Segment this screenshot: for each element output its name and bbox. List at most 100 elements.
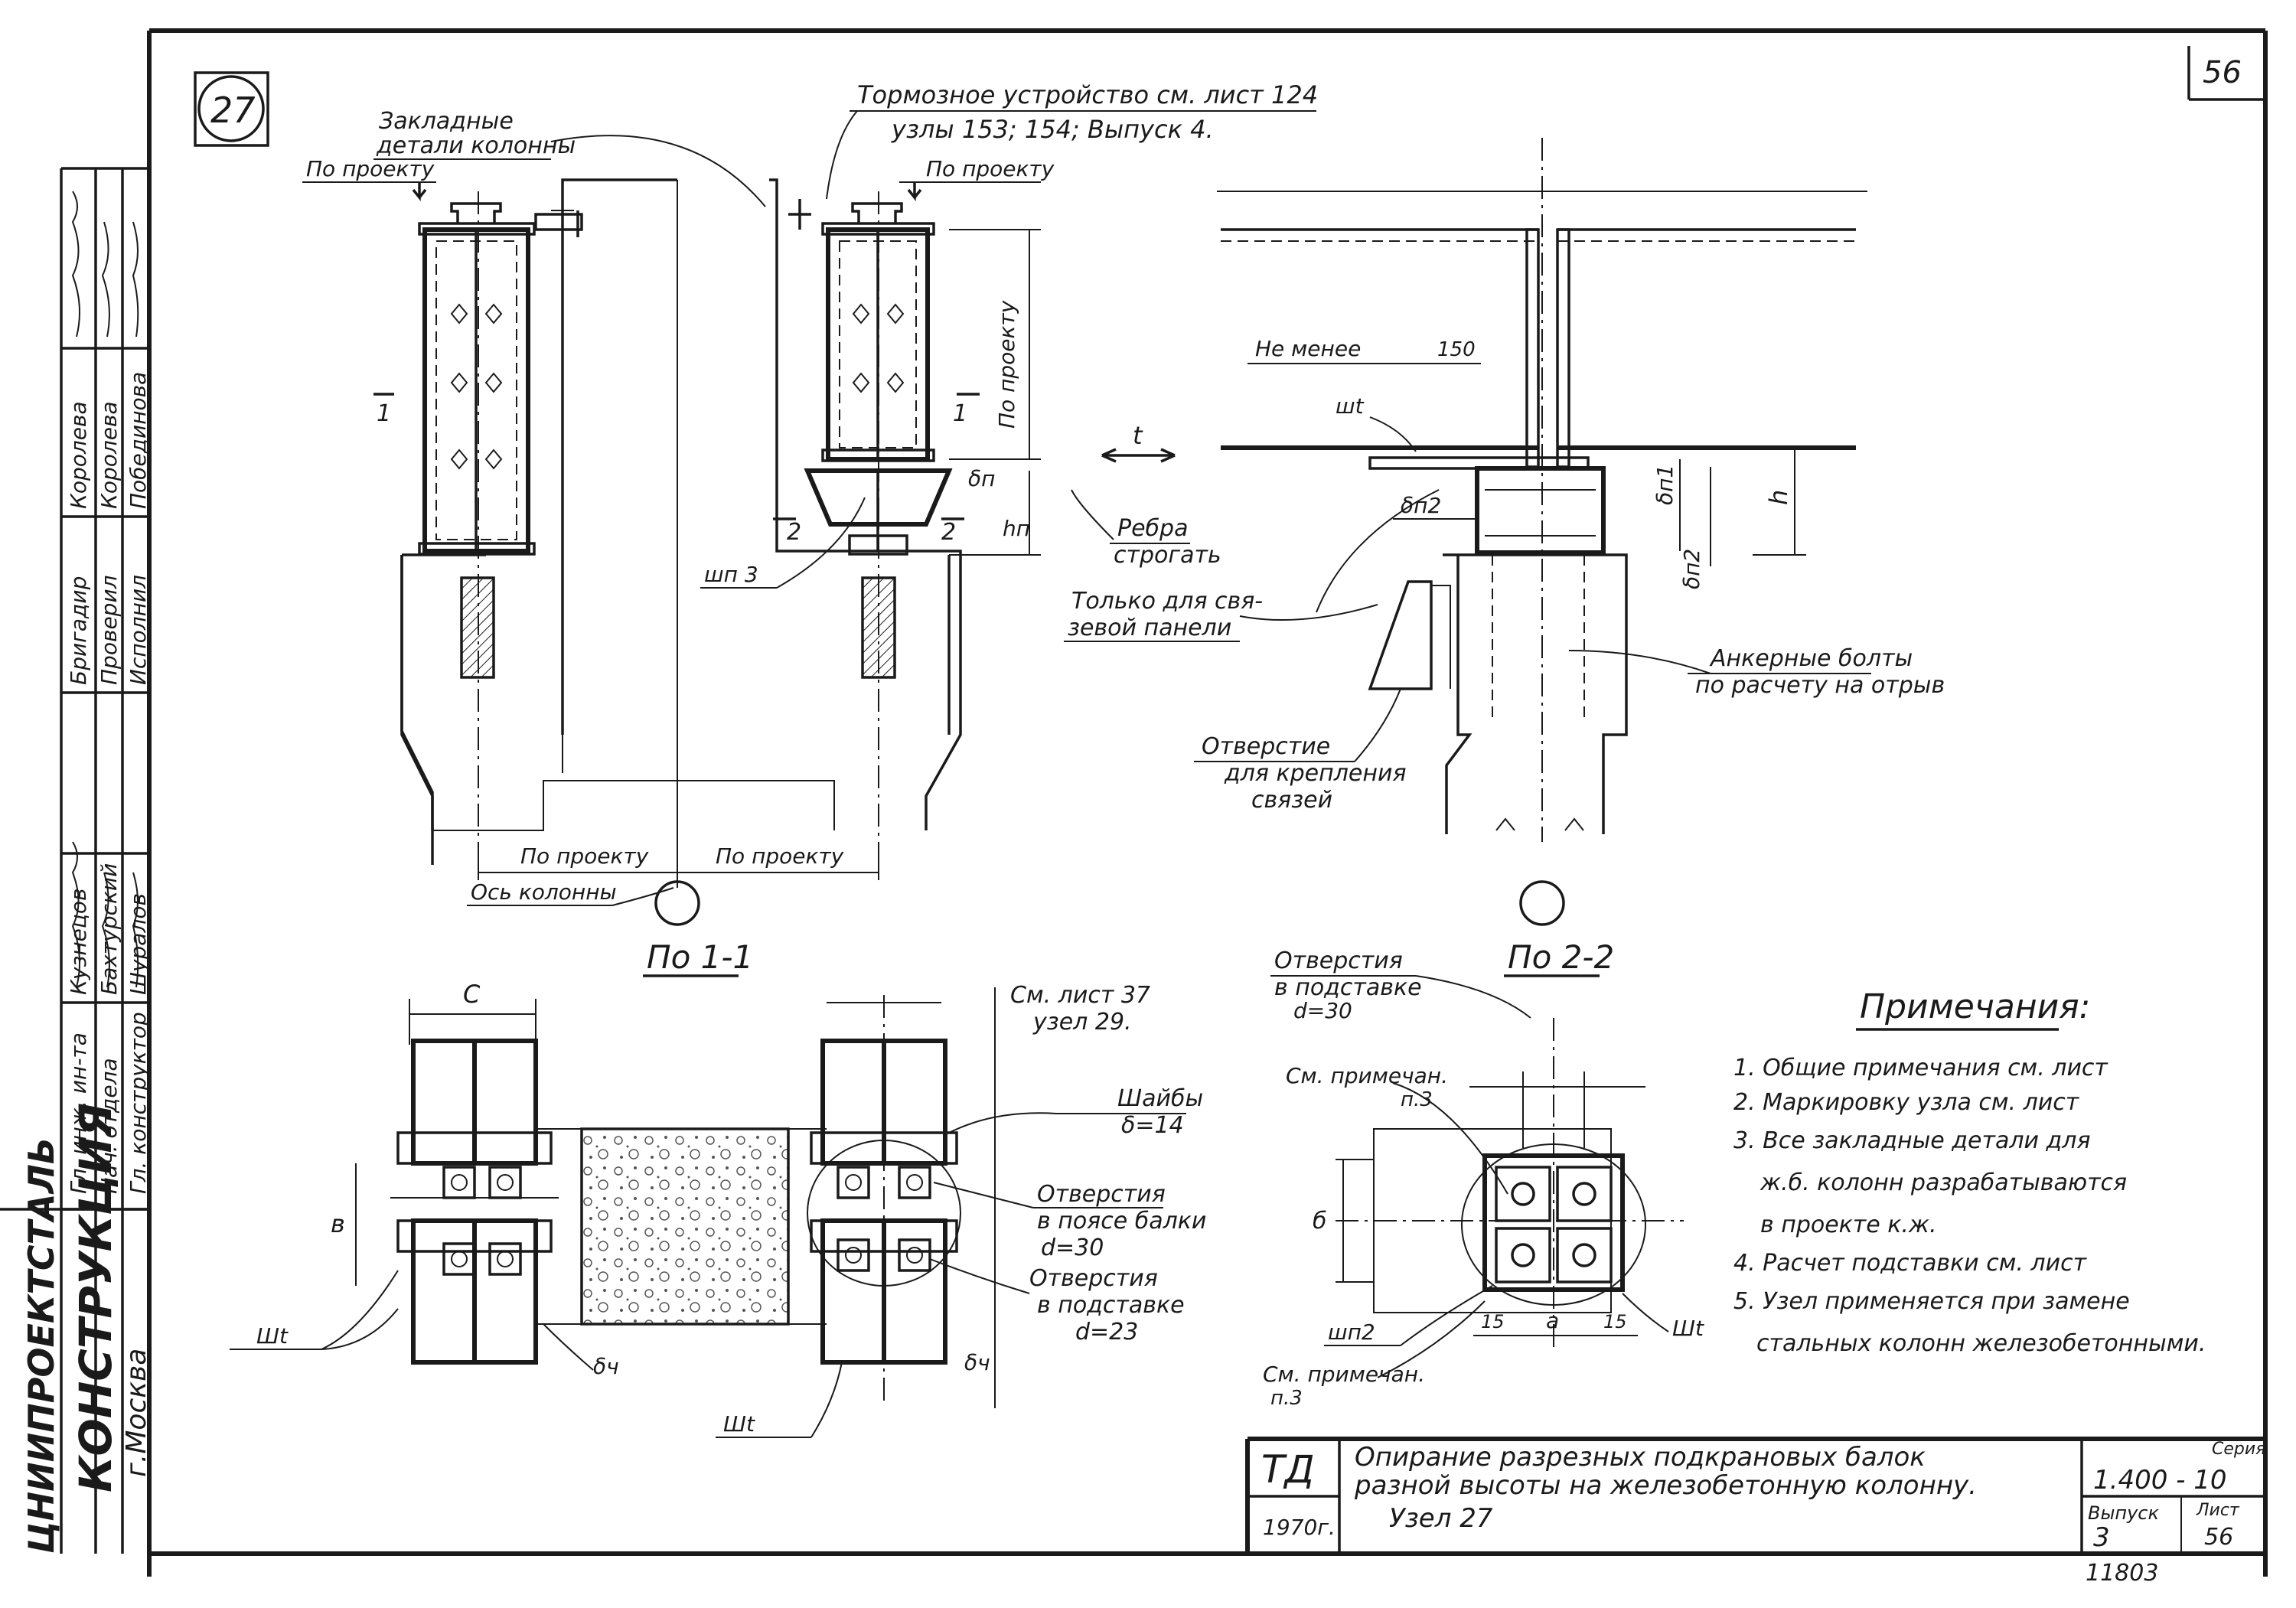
elevation-left: 1 xyxy=(373,178,835,888)
stamp-role-2: Нач. отдела xyxy=(96,1058,122,1194)
delta-p2b-label: δп2 xyxy=(1679,549,1704,589)
sheet-label: Лист xyxy=(2196,1501,2240,1520)
d23-label: d=23 xyxy=(1075,1319,1138,1345)
page-number: 56 xyxy=(2203,55,2242,90)
holes-flange-label-2: в поясе балки xyxy=(1037,1208,1206,1235)
anchor-bolts-label: Анкерные болты xyxy=(1709,645,1913,672)
delta-p2-label: δп2 xyxy=(1401,493,1441,518)
series-label: Серия xyxy=(2212,1440,2265,1459)
stamp-role-3: Гл. конструктор xyxy=(126,1012,151,1194)
title-block: ТД 1970г. Опирание разрезных подкрановых… xyxy=(1245,1437,2265,1587)
note-3: 3. Все закладные детали для xyxy=(1733,1127,2091,1154)
sheet37-label: См. лист 37 xyxy=(1010,982,1150,1009)
signature-1 xyxy=(71,841,139,988)
signature-2 xyxy=(71,191,139,338)
sheet-border xyxy=(147,28,2268,1577)
title-year: 1970г. xyxy=(1263,1515,1336,1540)
sheet-value: 56 xyxy=(2204,1524,2233,1551)
stamp-org-2: КОНСТРУКЦИЯ xyxy=(70,1103,122,1492)
delta-p1-label: δп1 xyxy=(1652,465,1678,505)
holes-flange-label: Отверстия xyxy=(1037,1181,1166,1208)
stamp-role-5: Проверил xyxy=(96,575,122,685)
t-label: t xyxy=(1133,421,1143,450)
note-1: 1. Общие примечания см. лист xyxy=(1733,1055,2108,1081)
weld-sh3-label: шп 3 xyxy=(704,562,758,587)
stamp-role-1: Гл. инж. ин-та xyxy=(66,1032,91,1194)
note-8: стальных колонн железобетонными. xyxy=(1756,1330,2206,1357)
dim15a-label: 15 xyxy=(1481,1311,1505,1332)
holes-pad-label: Отверстия xyxy=(1029,1265,1158,1292)
see-note-label: См. примечан. xyxy=(1286,1063,1448,1088)
stamp-name-4: Королева xyxy=(66,401,91,509)
sht-bottom-label: Шt xyxy=(723,1411,755,1437)
section-2-left: 2 xyxy=(787,519,801,546)
only-link-label: Только для свя- xyxy=(1071,588,1263,615)
note-2: 2. Маркировку узла см. лист xyxy=(1733,1089,2080,1116)
inventory-number: 11803 xyxy=(2086,1560,2158,1587)
note-6: 4. Расчет подставки см. лист xyxy=(1733,1250,2088,1277)
hole-label: Отверстие xyxy=(1202,733,1330,760)
delta-ch2-label: δч xyxy=(964,1350,990,1375)
per-project-1: По проекту xyxy=(306,156,435,181)
delta-p-label: δп xyxy=(968,466,995,491)
td-label: ТД xyxy=(1261,1447,1315,1492)
notes-heading: Примечания: xyxy=(1860,987,2091,1026)
rib-label: Ребра xyxy=(1117,515,1188,542)
view-1-1-title: По 1-1 xyxy=(647,938,753,976)
per-project-vertical: По проекту xyxy=(994,300,1019,429)
stamp-role-4: Бригадир xyxy=(66,576,91,685)
plan-left: С в Шt δч xyxy=(230,980,1206,1438)
dim-a-label: а xyxy=(1546,1308,1559,1333)
series-value: 1.400 - 10 xyxy=(2093,1465,2226,1495)
sht-left-label: Шt xyxy=(256,1323,289,1349)
sht-label: шt xyxy=(1336,393,1365,419)
per-project-b2: По проекту xyxy=(716,843,844,869)
see-note-b-p3-label: п.3 xyxy=(1270,1387,1303,1410)
side-view: Не менее 150 шt δп2 δп1 δп2 h Только для… xyxy=(1064,138,1945,977)
issue-value: 3 xyxy=(2093,1522,2110,1553)
stamp-block: ЦНИИПРОЕКТСТАЛЬ КОНСТРУКЦИЯ г.Москва Гл.… xyxy=(0,167,152,1554)
title-line-3: Узел 27 xyxy=(1389,1503,1493,1534)
stamp-city: г.Москва xyxy=(121,1349,152,1477)
embedded-label-2: детали колонны xyxy=(376,132,576,159)
top-callouts: Тормозное устройство см. лист 124 узлы 1… xyxy=(302,80,1318,977)
issue-label: Выпуск xyxy=(2088,1502,2160,1524)
column-axis-label: Ось колонны xyxy=(471,879,617,905)
hole-label-3: связей xyxy=(1251,787,1332,814)
note-7: 5. Узел применяется при замене xyxy=(1733,1288,2130,1315)
node-number: 27 xyxy=(210,90,256,131)
stamp-name-3: Шуралов xyxy=(126,893,151,995)
per-project-b1: По проекту xyxy=(520,843,649,869)
stamp-name-6: Побединова xyxy=(126,372,151,509)
washers-label: Шайбы xyxy=(1117,1085,1203,1112)
note-5: в проекте к.ж. xyxy=(1760,1212,1937,1238)
d30a-label: d=30 xyxy=(1041,1235,1104,1261)
node29-label: узел 29. xyxy=(1032,1009,1132,1036)
per-project-2: По проекту xyxy=(926,156,1055,181)
see-note-b-label: См. примечан. xyxy=(1263,1362,1425,1387)
rib-label-2: строгать xyxy=(1114,542,1221,569)
holes-pad-label-2: в подставке xyxy=(1037,1292,1185,1319)
stamp-name-5: Королева xyxy=(96,401,122,509)
page-number-box: 56 xyxy=(2187,46,2265,101)
title-line-1: Опирание разрезных подкрановых балок xyxy=(1355,1442,1926,1473)
not-less-label: Не менее xyxy=(1255,336,1361,361)
anchor-bolts-label-2: по расчету на отрыв xyxy=(1695,672,1945,699)
b-dim-label: в xyxy=(331,1209,345,1238)
hp-label: hп xyxy=(1003,516,1030,541)
dim15b-label: 15 xyxy=(1603,1311,1627,1332)
plan-right: Отверстия в подставке d=30 См. примечан.… xyxy=(1263,948,1704,1410)
sht-r-label: Шt xyxy=(1672,1316,1704,1341)
node-badge: 27 xyxy=(194,71,269,147)
note-4: ж.б. колонн разрабатываются xyxy=(1760,1169,2127,1196)
holes-pad-top-label: Отверстия xyxy=(1274,948,1403,974)
section-1-left: 1 xyxy=(377,400,391,427)
stamp-org-1: ЦНИИПРОЕКТСТАЛЬ xyxy=(21,1137,62,1554)
delta14-label: δ=14 xyxy=(1121,1112,1184,1139)
shp2-label: шп2 xyxy=(1328,1319,1375,1345)
b-small-label: б xyxy=(1313,1208,1327,1235)
brake-device-label: Тормозное устройство см. лист 124 xyxy=(857,80,1318,109)
title-line-2: разной высоты на железобетонную колонну. xyxy=(1354,1470,1977,1501)
embedded-label: Закладные xyxy=(379,108,514,135)
